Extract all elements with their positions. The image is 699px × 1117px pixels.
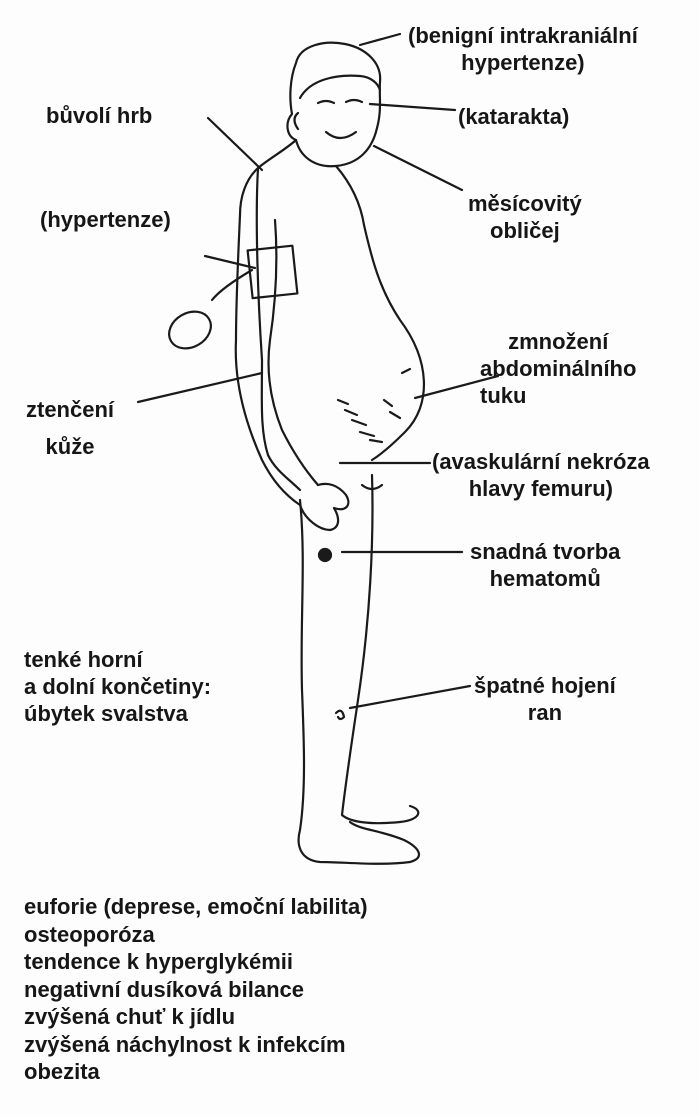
eyes — [318, 100, 362, 103]
list-item: euforie (deprese, emoční labilita) — [24, 893, 368, 921]
leader-intracranial — [360, 34, 400, 45]
bp-bulb — [162, 304, 217, 355]
label-line: (avaskulární nekróza — [432, 448, 650, 475]
label-intracranial-hypertension: (benigní intrakraniální hypertenze) — [408, 22, 638, 76]
label-line: tenké horní — [24, 646, 211, 673]
label-line: špatné hojení — [474, 672, 616, 699]
bp-cuff — [248, 246, 298, 298]
label-line: hypertenze) — [408, 49, 638, 76]
list-item: zvýšená chuť k jídlu — [24, 1003, 368, 1031]
leader-wound — [350, 686, 470, 708]
leader-buffalo-hump — [208, 118, 262, 170]
bp-tube — [212, 270, 252, 300]
list-item: tendence k hyperglykémii — [24, 948, 368, 976]
label-line: ztenčení — [26, 396, 114, 423]
head-outline — [287, 43, 380, 167]
list-item: negativní dusíková bilance — [24, 976, 368, 1004]
list-item: osteoporóza — [24, 921, 368, 949]
label-line: snadná tvorba — [470, 538, 620, 565]
label-moon-face: měsícovitý obličej — [468, 190, 582, 244]
label-buffalo-hump: bůvolí hrb — [46, 102, 152, 129]
label-line: tuku — [480, 382, 636, 409]
label-line: abdominálního — [480, 355, 636, 382]
hand — [300, 484, 348, 530]
label-line: hlavy femuru) — [432, 475, 650, 502]
label-line: úbytek svalstva — [24, 700, 211, 727]
label-line: ran — [474, 699, 616, 726]
label-line: zmnožení — [480, 328, 636, 355]
label-line: a dolní končetiny: — [24, 673, 211, 700]
navel — [402, 369, 410, 373]
label-line: hematomů — [470, 565, 620, 592]
hair-line — [300, 76, 380, 98]
stretch-marks — [338, 400, 400, 442]
symptom-list: euforie (deprese, emoční labilita) osteo… — [24, 893, 368, 1086]
label-line: obličej — [468, 217, 582, 244]
label-line: měsícovitý — [468, 190, 582, 217]
label-hypertension: (hypertenze) — [40, 206, 171, 233]
label-wound-healing: špatné hojení ran — [474, 672, 616, 726]
back-line — [257, 168, 300, 490]
back-leg — [299, 500, 419, 864]
hematoma-spot — [319, 549, 331, 561]
mouth — [326, 132, 356, 138]
wound-mark — [336, 711, 344, 719]
label-thin-limbs: tenké horní a dolní končetiny: úbytek sv… — [24, 646, 211, 727]
label-abdominal-fat: zmnožení abdominálního tuku — [480, 328, 636, 409]
list-item: zvýšená náchylnost k infekcím — [24, 1031, 368, 1059]
front-leg — [342, 475, 418, 823]
leader-moon-face — [374, 146, 462, 190]
label-line: kůže — [26, 433, 114, 460]
list-item: obezita — [24, 1058, 368, 1086]
front-chest — [336, 166, 424, 460]
label-femur-necrosis: (avaskulární nekróza hlavy femuru) — [432, 448, 650, 502]
leader-cataract — [370, 104, 455, 110]
label-hematoma: snadná tvorba hematomů — [470, 538, 620, 592]
ear — [295, 113, 299, 129]
label-line: (benigní intrakraniální — [408, 22, 638, 49]
leader-thin-skin — [138, 373, 262, 402]
label-cataract: (katarakta) — [458, 103, 569, 130]
hump-back — [240, 140, 296, 215]
label-thin-skin: ztenčení kůže — [26, 396, 114, 460]
